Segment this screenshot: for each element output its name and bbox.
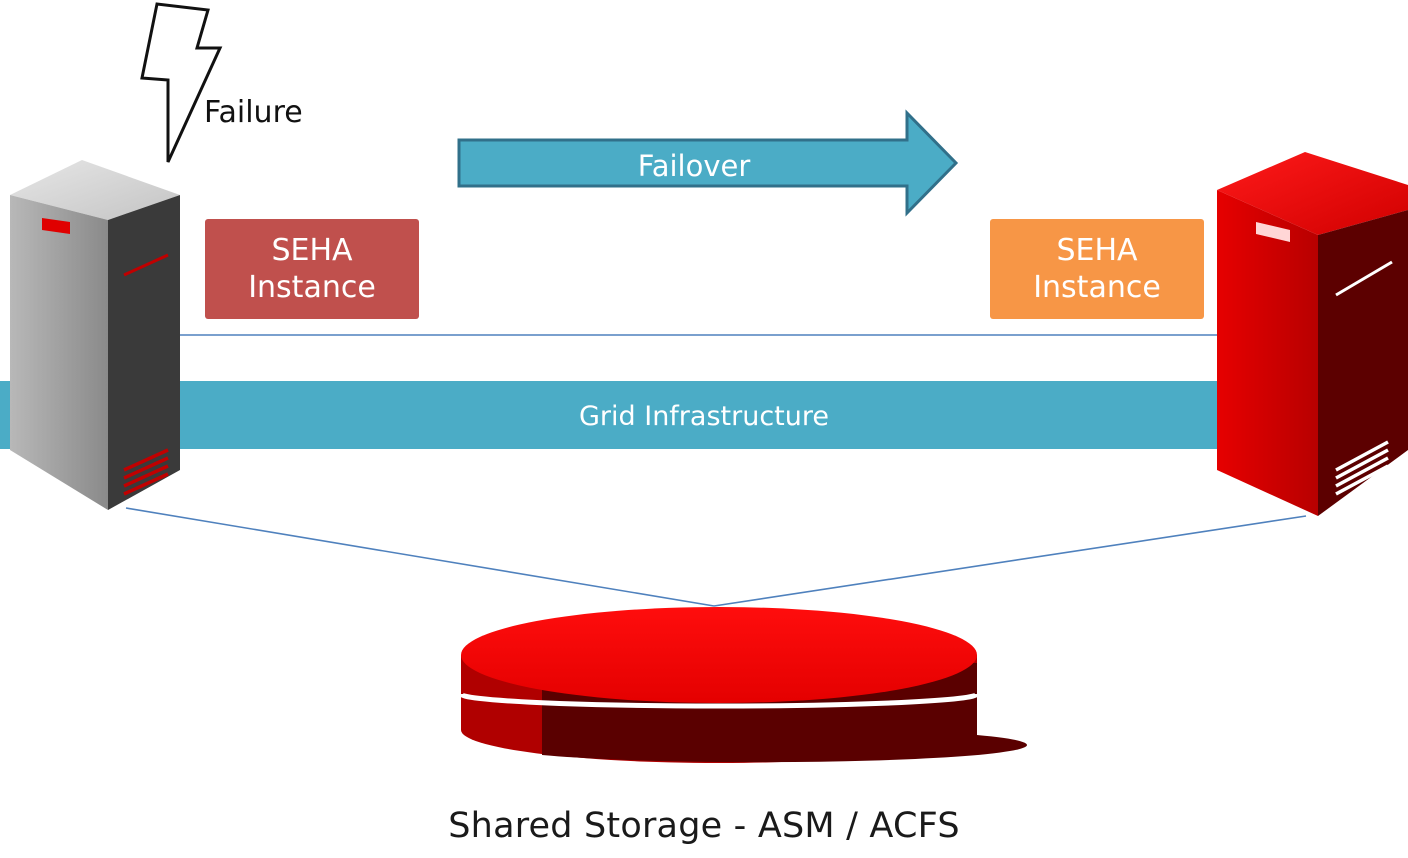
grid-infrastructure-band: Grid Infrastructure — [0, 381, 1408, 449]
failover-label: Failover — [638, 149, 751, 183]
disk-storage-icon — [458, 607, 1027, 763]
seha-left-line1: SEHA — [271, 233, 353, 268]
shared-storage-label: Shared Storage - ASM / ACFS — [448, 806, 960, 846]
seha-left-line2: Instance — [248, 270, 376, 305]
active-server-icon — [1217, 152, 1408, 516]
right-storage-link-line — [713, 515, 1307, 607]
seha-instance-box-failed: SEHA Instance — [205, 219, 419, 319]
grid-infrastructure-label: Grid Infrastructure — [579, 401, 829, 432]
lightning-bolt-icon — [140, 2, 223, 163]
seha-right-line2: Instance — [1033, 270, 1161, 305]
connector-lines — [125, 334, 1307, 607]
seha-right-line1: SEHA — [1056, 233, 1138, 268]
failover-arrow: Failover — [457, 109, 959, 217]
failure-label: Failure — [204, 95, 303, 130]
failure-group: Failure — [140, 2, 303, 163]
failed-server-icon — [10, 160, 180, 510]
left-storage-link-line — [125, 507, 715, 607]
seha-instance-box-active: SEHA Instance — [990, 219, 1204, 319]
